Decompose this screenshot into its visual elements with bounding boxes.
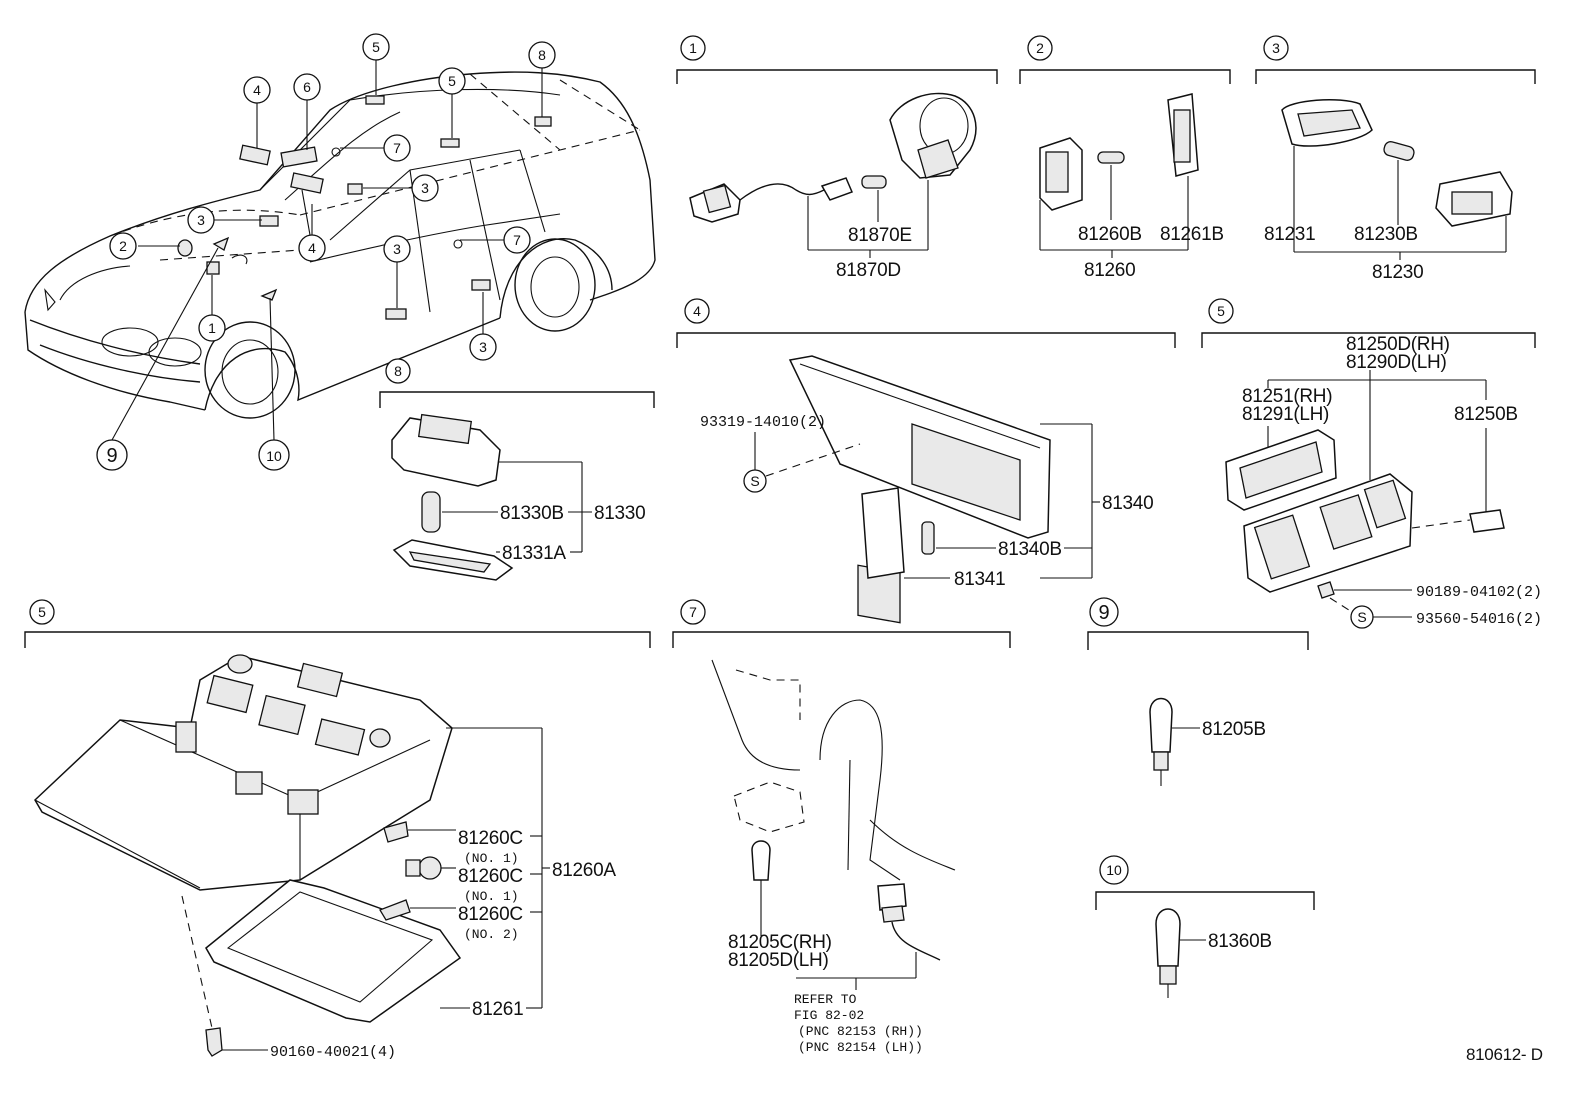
part-81260C-2: 81260C	[458, 904, 523, 925]
callout-2: 2	[119, 238, 127, 254]
part-81340: 81340	[1102, 493, 1153, 514]
section-10: 10 81360B	[1095, 855, 1315, 998]
s4-s-mark: S	[750, 473, 759, 489]
part-81230: 81230	[1372, 262, 1423, 283]
part-81331A: 81331A	[502, 543, 566, 564]
section-4: 4 S 93319-14010(2) 81340 81340B 81341	[676, 298, 1176, 624]
section-5-number: 5	[38, 604, 46, 620]
part-81261: 81261	[472, 999, 523, 1020]
section-7-number: 7	[689, 604, 697, 620]
section-5r-number: 5	[1217, 303, 1225, 319]
callout-4-b: 4	[308, 240, 316, 256]
part-81261B: 81261B	[1160, 224, 1224, 245]
section-10-number: 10	[1106, 862, 1122, 878]
callout-7-a: 7	[393, 140, 401, 156]
section-7: 7 81205C(RH) 81205D(LH) REFER TO FIG 82-…	[672, 599, 1011, 1055]
callout-3-d: 3	[479, 339, 487, 355]
part-81260C-1a: 81260C	[458, 828, 523, 849]
section-3-number: 3	[1272, 40, 1280, 56]
part-81260: 81260	[1084, 260, 1135, 281]
car-overview: 4 6 5 5 8 7 3 3 2 4 3 7 1 3 9 10	[24, 33, 656, 471]
callout-1: 1	[208, 320, 216, 336]
part-81260C-1a-note: (NO. 1)	[464, 851, 519, 866]
part-81360B: 81360B	[1208, 931, 1272, 952]
s7-refer-line-4: (PNC 82154 (LH))	[798, 1040, 923, 1055]
part-81260C-1b-note: (NO. 1)	[464, 889, 519, 904]
part-93319-14010: 93319-14010(2)	[700, 414, 826, 431]
part-81230B: 81230B	[1354, 224, 1418, 245]
part-81250B: 81250B	[1454, 404, 1518, 425]
callout-8: 8	[538, 47, 546, 63]
part-81251-RH: 81251(RH)	[1242, 386, 1332, 407]
section-8-number: 8	[394, 363, 402, 379]
part-81205B: 81205B	[1202, 719, 1266, 740]
s7-refer-line-1: REFER TO	[794, 992, 857, 1007]
part-81260C-2-note: (NO. 2)	[464, 927, 519, 942]
part-90160-40021: 90160-40021(4)	[270, 1044, 396, 1061]
part-81330: 81330	[594, 503, 645, 524]
section-3: 3 81231 81230B 81230	[1255, 35, 1536, 283]
section-8: 8 81330B 81330 81331A	[379, 358, 655, 581]
part-81231: 81231	[1264, 224, 1315, 245]
part-81341: 81341	[954, 569, 1005, 590]
section-1-number: 1	[689, 40, 697, 56]
section-2-number: 2	[1036, 40, 1044, 56]
callout-7-b: 7	[513, 232, 521, 248]
section-1: 1 81870E 81870D	[676, 35, 998, 281]
figure-code: 810612- D	[1466, 1045, 1543, 1064]
section-9: 9 81205B	[1087, 597, 1309, 786]
part-81870E: 81870E	[848, 225, 912, 246]
part-81330B: 81330B	[500, 503, 564, 524]
part-81260B: 81260B	[1078, 224, 1142, 245]
part-81290D-LH: 81290D(LH)	[1346, 352, 1447, 373]
callout-6: 6	[303, 79, 311, 95]
part-81260A: 81260A	[552, 860, 616, 881]
part-81205C-RH: 81205C(RH)	[728, 932, 832, 953]
callout-10: 10	[266, 448, 282, 464]
section-5-right: 5 81250D(RH) 81290D(LH) 81251(RH) 81291(…	[1201, 298, 1542, 629]
section-9-number: 9	[1098, 602, 1109, 624]
callout-9: 9	[106, 445, 117, 467]
section-2: 2 81260B 81261B 81260	[1019, 35, 1231, 281]
part-93560-54016: 93560-54016(2)	[1416, 611, 1542, 628]
s7-refer-line-2: FIG 82-02	[794, 1008, 864, 1023]
section-5-left: 5 81260C (NO. 1) 81260C (NO. 1) 81260C (…	[24, 599, 651, 1061]
callout-3-b: 3	[197, 212, 205, 228]
part-81260C-1b: 81260C	[458, 866, 523, 887]
part-81205D-LH: 81205D(LH)	[728, 950, 829, 971]
section-4-number: 4	[693, 303, 701, 319]
part-90189-04102: 90189-04102(2)	[1416, 584, 1542, 601]
callout-4-a: 4	[253, 82, 261, 98]
part-81250D-RH: 81250D(RH)	[1346, 334, 1450, 355]
s5r-s-mark: S	[1357, 609, 1366, 625]
part-81340B: 81340B	[998, 539, 1062, 560]
callout-5-b: 5	[448, 73, 456, 89]
callout-3-a: 3	[421, 180, 429, 196]
callout-3-c: 3	[393, 241, 401, 257]
part-81870D: 81870D	[836, 260, 901, 281]
s7-refer-line-3: (PNC 82153 (RH))	[798, 1024, 923, 1039]
callout-5-a: 5	[372, 39, 380, 55]
part-81291-LH: 81291(LH)	[1242, 404, 1329, 425]
